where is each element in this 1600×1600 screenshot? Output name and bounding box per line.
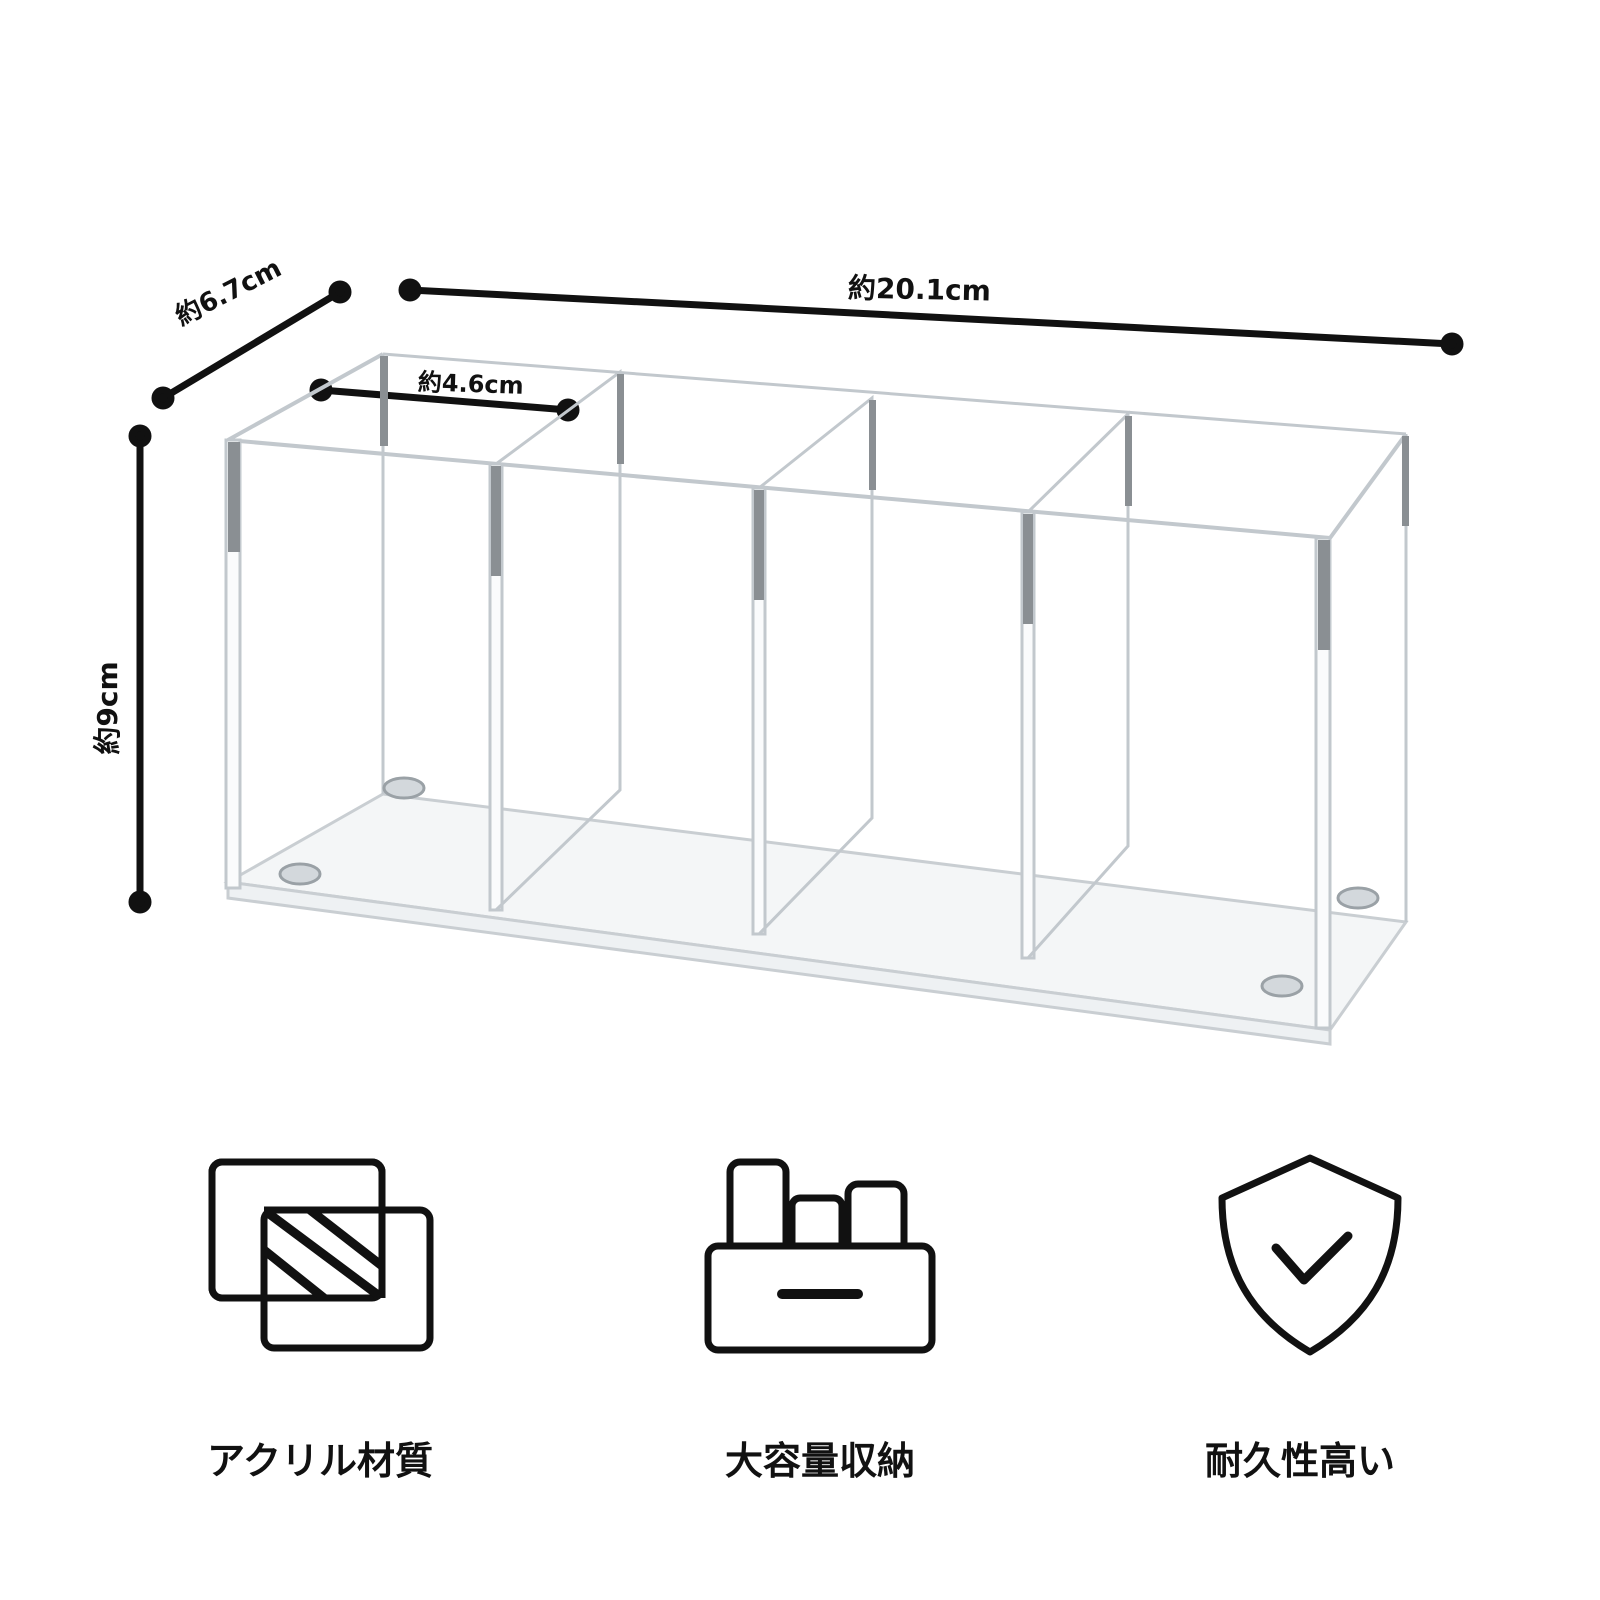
front-post-5 [1314,536,1332,1030]
divider-2 [757,394,874,936]
right-side-top [1328,432,1408,540]
back-top-rail [382,352,1407,436]
height-dimension-end-bottom [128,890,152,914]
back-post-tint-1 [380,356,388,446]
foot-front-left [278,862,322,886]
post-tint-5 [1318,540,1330,650]
feature-capacity-label: 大容量収納 [724,1439,915,1483]
back-post-tint-5 [1402,436,1409,526]
depth-dimension-line [161,288,342,402]
height-dimension-end-top [128,424,152,448]
divider-3 [1026,410,1130,959]
post-tint-3 [754,490,764,600]
post-tint-1 [228,442,240,552]
feature-durable: 耐久性高い [1140,1150,1460,1490]
post-tint-4 [1023,514,1033,624]
acrylic-panels-icon [208,1158,434,1352]
feature-durable-label: 耐久性高い [1204,1439,1395,1483]
box-base-front-edge [226,880,1332,1046]
width-dimension-label: 約20.1cm [847,271,992,308]
foot-back-left [382,776,426,800]
feature-acrylic: アクリル材質 [160,1150,480,1490]
width-dimension-end-left [398,278,422,302]
front-top-rail [227,438,1331,540]
height-dimension-label: 約9cm [91,661,124,755]
back-post-tint-3 [869,400,876,490]
dimension-lines [128,278,1464,914]
left-side-top [227,352,384,442]
feature-capacity: 大容量収納 [660,1150,980,1490]
shield-check-icon [1218,1154,1402,1356]
foot-back-right [1336,886,1380,910]
post-tint-2 [491,466,501,576]
acrylic-box [223,352,1409,1046]
storage-box-icon [704,1158,936,1354]
divider-1 [494,369,622,912]
foot-front-right [1260,974,1304,998]
depth-dimension-end-left [151,386,175,410]
compartment-dimension-label: 約4.6cm [417,368,525,400]
feature-acrylic-label: アクリル材質 [206,1439,434,1483]
back-post-tint-2 [617,374,624,464]
depth-dimension-end-right [328,280,352,304]
acrylic-organizer-illustration [128,278,1464,1046]
width-dimension-end-right [1440,332,1464,356]
width-dimension-line [409,286,1453,348]
back-post-tint-4 [1125,416,1132,506]
compartment-dimension-line [320,386,569,414]
